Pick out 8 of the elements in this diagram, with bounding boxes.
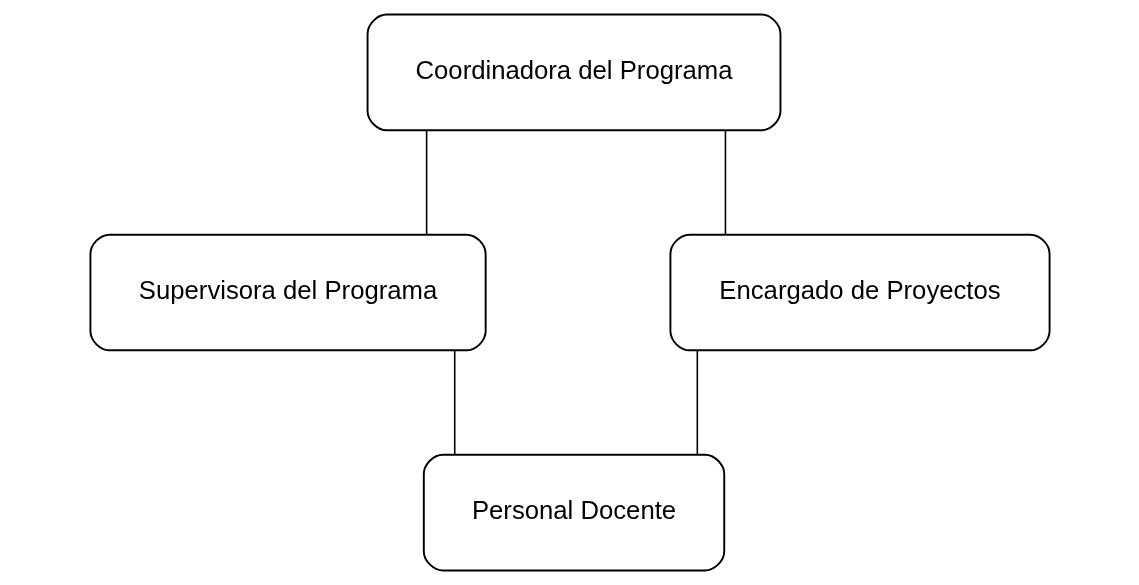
- node-box: Supervisora del Programa: [88, 233, 487, 352]
- node-box: Encargado de Proyectos: [668, 233, 1051, 352]
- connector: [696, 350, 698, 456]
- connector: [724, 130, 726, 236]
- node-box: Coordinadora del Programa: [366, 13, 781, 132]
- node-box: Personal Docente: [422, 453, 725, 572]
- connector: [453, 350, 456, 456]
- connector: [425, 130, 427, 236]
